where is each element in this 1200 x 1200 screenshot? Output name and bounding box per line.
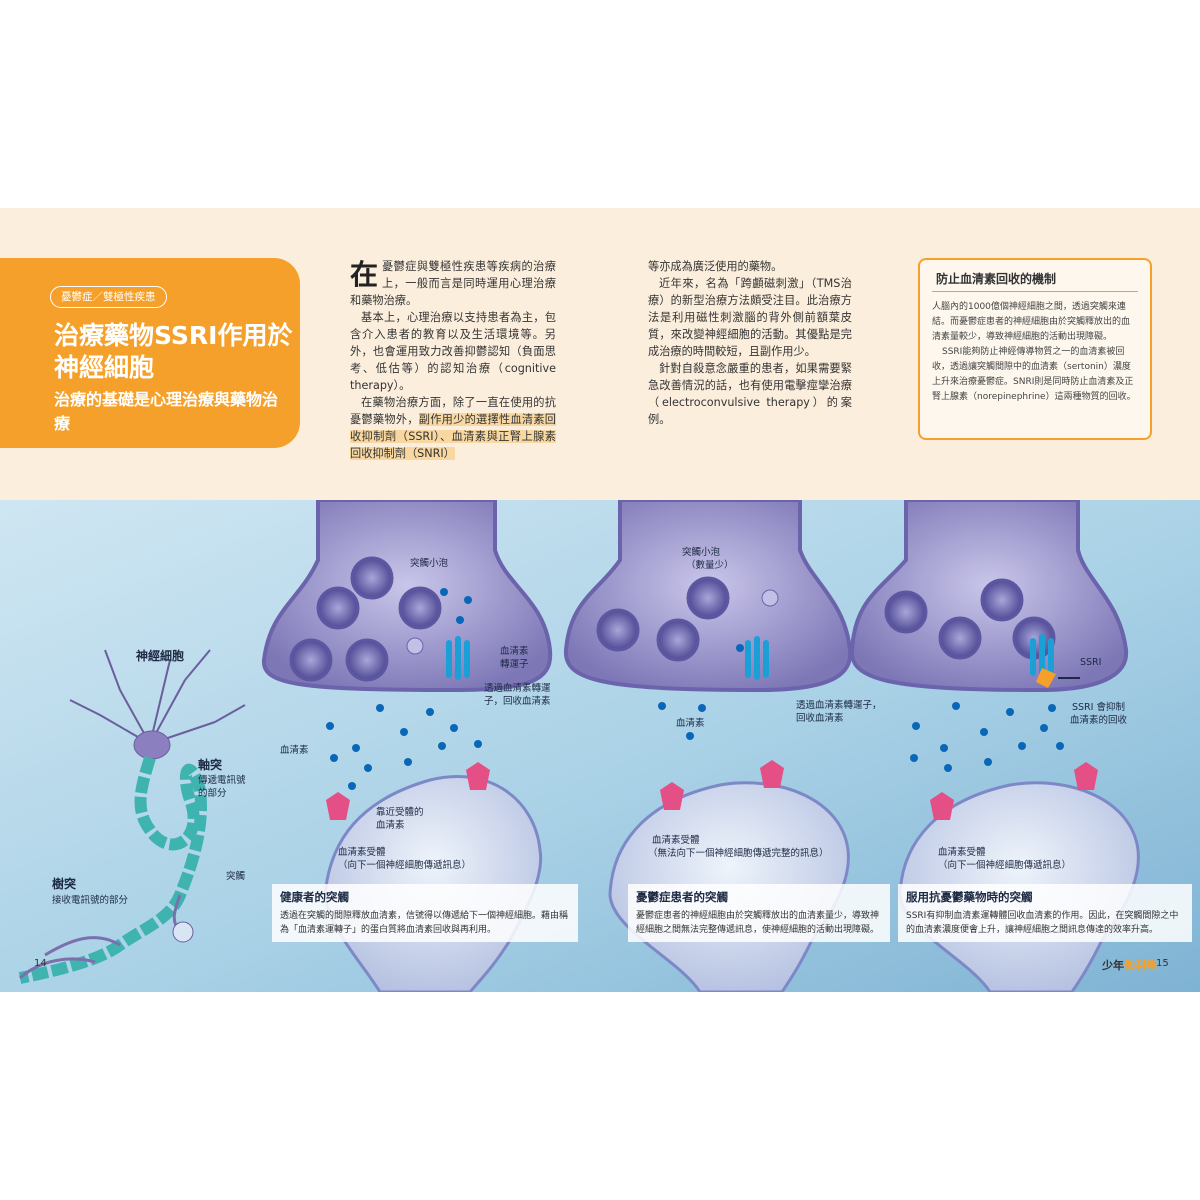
caption-healthy-title: 健康者的突觸 [280,890,349,904]
body-column-1: 在憂鬱症與雙極性疾患等疾病的治療上，一般而言是同時運用心理治療和藥物治療。 基本… [350,258,556,462]
body-column-2: 等亦成為廣泛使用的藥物。 近年來，名為「跨顱磁刺激」（TMS治療）的新型治療方法… [648,258,852,428]
sidebar-box: 防止血清素回收的機制 人腦內的1000億個神經細胞之間，透過突觸來連結。而憂鬱症… [918,258,1152,440]
sidebar-title: 防止血清素回收的機制 [936,272,1057,286]
col1-p2: 基本上，心理治療以支持患者為主，包含介入患者的教育以及生活環境等。另外，也會運用… [350,311,556,392]
label-receptor-3a: 血清素受體 [938,847,986,858]
label-dendrite-desc: 接收電訊號的部分 [52,895,129,906]
drop-cap: 在 [350,258,379,291]
caption-depressed-title: 憂鬱症患者的突觸 [636,890,728,904]
label-transporter-2: 轉運子 [500,659,529,670]
label-ssri-a: SSRI 會抑制 [1072,702,1125,713]
label-bind-2: 血清素 [376,820,405,831]
label-receptor-2a: 血清素受體 [652,835,700,846]
label-vesicle-2a: 突觸小泡 [682,547,721,558]
article-spread: 憂鬱症／雙極性疾患 治療藥物SSRI作用於神經細胞 治療的基礎是心理治療與藥物治… [0,208,1200,992]
page-number-right: 15 [1156,958,1169,969]
label-serotonin-1: 血清素 [280,745,309,756]
caption-ssri-text: SSRI有抑制血清素運轉體回收血清素的作用。因此，在突觸間隙之中的血清素濃度便會… [906,911,1179,935]
label-axon: 軸突 [198,758,223,772]
label-reuptake-2a: 透過血清素轉運子， [796,700,882,711]
label-transporter-1: 血清素 [500,646,529,657]
label-receptor-3b: （向下一個神經細胞傳遞訊息） [938,860,1072,871]
label-receptor-1a: 血清素受體 [338,847,386,858]
label-dendrite: 樹突 [52,877,77,891]
col1-p3: 在藥物治療方面，除了一直在使用的抗憂鬱藥物外， [350,396,556,426]
title-box: 憂鬱症／雙極性疾患 治療藥物SSRI作用於神經細胞 治療的基礎是心理治療與藥物治… [0,258,300,448]
page-subtitle: 治療的基礎是心理治療與藥物治療 [54,390,279,433]
col1-p1: 憂鬱症與雙極性疾患等疾病的治療上，一般而言是同時運用心理治療和藥物治療。 [350,260,556,307]
brand-logo: 少年伽利略 [1102,957,1157,973]
sidebar-divider [932,291,1138,292]
brand-a: 少年 [1102,959,1124,972]
label-serotonin-2: 血清素 [676,718,705,729]
category-tag: 憂鬱症／雙極性疾患 [50,286,167,308]
neuron-drawing [18,649,246,984]
sidebar-p2: SSRI能夠防止神經傳導物質之一的血清素被回收，透過讓突觸間隙中的血清素（ser… [932,347,1136,402]
page-number-left: 14 [34,958,47,969]
brand-b: 伽利略 [1124,959,1157,972]
label-neuron: 神經細胞 [136,649,185,663]
label-ssri: SSRI [1080,657,1102,668]
label-reuptake-1: 透過血清素轉運 [484,683,551,694]
caption-healthy-text: 透過在突觸的間隙釋放血清素，信號得以傳遞給下一個神經細胞。藉由稱為「血清素運轉子… [280,911,569,935]
col2-p1: 等亦成為廣泛使用的藥物。 [648,260,783,273]
label-reuptake-2b: 回收血清素 [796,713,844,724]
page-title: 治療藥物SSRI作用於神經細胞 [54,321,293,382]
label-vesicle-1: 突觸小泡 [410,558,449,569]
col2-p2: 近年來，名為「跨顱磁刺激」（TMS治療）的新型治療方法頗受注目。此治療方法是利用… [648,277,852,358]
label-ssri-b: 血清素的回收 [1070,715,1128,726]
sidebar-text: 人腦內的1000億個神經細胞之間，透過突觸來連結。而憂鬱症患者的神經細胞由於突觸… [932,300,1138,405]
label-reuptake-2: 子，回收血清素 [484,696,551,707]
col2-p3: 針對自殺意念嚴重的患者，如果需要緊急改善情況的話，也有使用電擊痙攣治療（elec… [648,362,852,426]
label-axon-desc1: 傳遞電訊號 [198,775,246,786]
label-receptor-1b: （向下一個神經細胞傳遞訊息） [338,860,472,871]
label-axon-desc2: 的部分 [198,788,227,799]
caption-healthy: 健康者的突觸 透過在突觸的間隙釋放血清素，信號得以傳遞給下一個神經細胞。藉由稱為… [272,884,578,942]
caption-depressed: 憂鬱症患者的突觸 憂鬱症患者的神經細胞由於突觸釋放出的血清素量少，導致神經細胞之… [628,884,890,942]
sidebar-p1: 人腦內的1000億個神經細胞之間，透過突觸來連結。而憂鬱症患者的神經細胞由於突觸… [932,302,1131,342]
caption-ssri: 服用抗憂鬱藥物時的突觸 SSRI有抑制血清素運轉體回收血清素的作用。因此，在突觸… [898,884,1192,942]
label-vesicle-2b: （數量少） [686,560,734,571]
caption-ssri-title: 服用抗憂鬱藥物時的突觸 [906,890,1033,904]
label-bind-1: 靠近受體的 [376,807,424,818]
caption-depressed-text: 憂鬱症患者的神經細胞由於突觸釋放出的血清素量少，導致神經細胞之間無法完整傳遞訊息… [636,911,880,935]
label-receptor-2b: （無法向下一個神經細胞傳遞完整的訊息） [648,848,829,859]
label-synapse: 突觸 [226,871,246,882]
